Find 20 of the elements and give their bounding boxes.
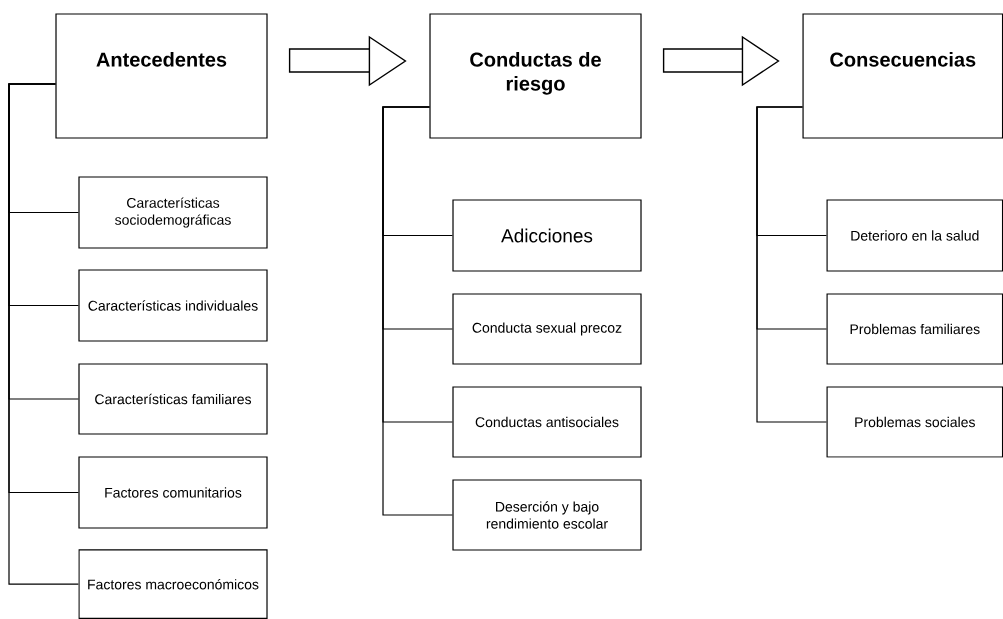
item-box: Problemas sociales (826, 386, 1003, 458)
item-box: Deserción y bajo rendimiento escolar (452, 479, 642, 551)
heading-box: Antecedentes (55, 13, 268, 139)
heading-box: Consecuencias (802, 13, 1003, 139)
connector-line (756, 106, 828, 423)
item-box: Problemas familiares (826, 293, 1003, 365)
block-arrow (662, 35, 780, 87)
item-box: Adicciones (452, 199, 642, 272)
item-box: Características individuales (78, 269, 268, 342)
item-box: Conductas antisociales (452, 386, 642, 458)
heading-box: Conductas de riesgo (429, 13, 642, 139)
connector-line (8, 83, 79, 585)
item-box: Características familiares (78, 363, 268, 435)
item-box: Deterioro en la salud (826, 199, 1003, 272)
connector-line (382, 106, 453, 516)
item-box: Conducta sexual precoz (452, 293, 642, 365)
item-box: Características sociodemográficas (78, 176, 268, 249)
block-arrow (288, 35, 407, 87)
item-box: Factores macroeconómicos (78, 549, 268, 619)
item-box: Factores comunitarios (78, 456, 268, 529)
